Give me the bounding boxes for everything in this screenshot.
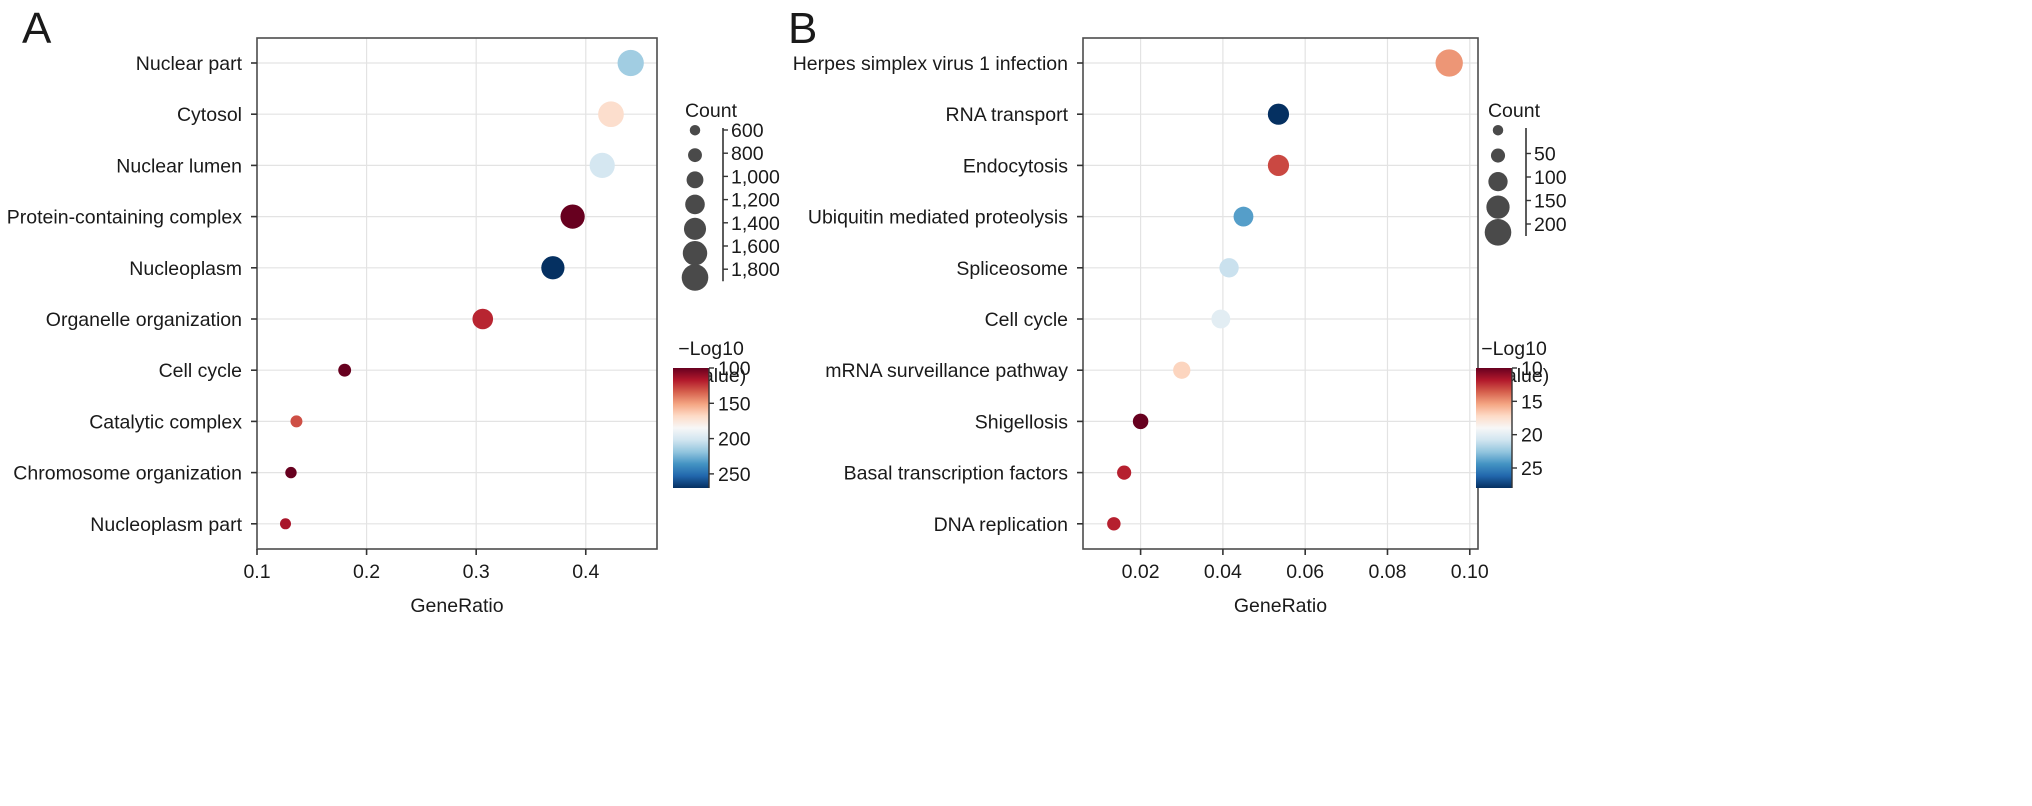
color-legend-label: 100 <box>718 358 751 380</box>
category-label: Catalytic complex <box>89 411 242 433</box>
color-legend-label: 200 <box>718 429 751 451</box>
color-legend-bar <box>1476 368 1512 488</box>
category-label: Endocytosis <box>963 155 1068 177</box>
color-legend-label: 20 <box>1521 425 1543 447</box>
data-point <box>1267 103 1290 125</box>
color-legend-bar <box>673 368 709 488</box>
data-point <box>1435 49 1463 77</box>
x-tick-label: 0.10 <box>1451 561 1489 583</box>
data-point <box>290 415 303 428</box>
category-label: Cell cycle <box>985 309 1068 331</box>
count-legend-dot <box>682 241 708 266</box>
category-label: Cytosol <box>177 104 242 126</box>
color-legend-label: 25 <box>1521 458 1543 480</box>
count-legend-label: 100 <box>1534 167 1567 189</box>
category-label: Protein-containing complex <box>7 207 242 229</box>
category-label: DNA replication <box>934 514 1068 536</box>
data-point <box>541 256 565 280</box>
count-legend-title: Count <box>685 100 738 122</box>
data-point <box>1173 361 1191 379</box>
count-legend-label: 50 <box>1534 144 1556 166</box>
data-point <box>1132 413 1149 430</box>
plot-frame <box>256 37 658 550</box>
category-label: RNA transport <box>946 104 1069 126</box>
category-label: Ubiquitin mediated proteolysis <box>808 207 1068 229</box>
x-tick-label: 0.08 <box>1369 561 1407 583</box>
count-legend-label: 600 <box>731 120 764 142</box>
x-tick-label: 0.3 <box>463 561 490 583</box>
count-legend-label: 1,600 <box>731 236 780 258</box>
x-tick-label: 0.4 <box>572 561 599 583</box>
color-legend-label: 10 <box>1521 358 1543 380</box>
data-point <box>1117 465 1132 480</box>
x-tick-label: 0.06 <box>1286 561 1324 583</box>
x-tick-label: 0.2 <box>353 561 380 583</box>
category-label: Spliceosome <box>956 258 1068 280</box>
data-point <box>279 518 291 530</box>
category-label: Herpes simplex virus 1 infection <box>793 53 1068 75</box>
data-point <box>1267 154 1290 177</box>
data-point <box>1107 517 1121 531</box>
category-label: Nucleoplasm part <box>90 514 242 536</box>
color-legend-label: 250 <box>718 464 751 486</box>
count-legend-dot <box>686 171 704 189</box>
count-legend-dot <box>688 148 702 163</box>
x-tick-label: 0.1 <box>243 561 270 583</box>
panel-letter-a: A <box>22 4 52 53</box>
plot-area <box>257 38 657 549</box>
category-label: Basal transcription factors <box>844 463 1069 485</box>
panel-letter-b: B <box>788 4 818 53</box>
data-point <box>472 308 494 330</box>
count-legend-dot <box>689 125 701 136</box>
count-legend-title: Count <box>1488 100 1541 122</box>
data-point <box>338 363 352 377</box>
count-legend-label: 200 <box>1534 214 1567 236</box>
data-point <box>1211 309 1231 329</box>
count-legend-label: 1,800 <box>731 259 780 281</box>
count-legend-dot <box>1486 195 1510 219</box>
x-axis-label: GeneRatio <box>1234 595 1327 617</box>
data-point <box>285 466 297 479</box>
data-point <box>617 49 644 77</box>
x-tick-label: 0.02 <box>1122 561 1160 583</box>
count-legend-dot <box>1490 148 1506 163</box>
count-legend-dot <box>1488 172 1508 192</box>
color-legend-label: 15 <box>1521 391 1543 413</box>
category-label: Shigellosis <box>975 411 1068 433</box>
category-label: Nuclear part <box>136 53 243 75</box>
category-label: Nuclear lumen <box>116 155 242 177</box>
count-legend-dot <box>683 217 707 240</box>
count-legend-dot <box>681 264 709 291</box>
count-legend-label: 1,000 <box>731 166 780 188</box>
count-legend-dot <box>1484 219 1512 246</box>
color-legend-title: −Log10 <box>1481 338 1547 360</box>
x-tick-label: 0.04 <box>1204 561 1242 583</box>
count-legend-label: 800 <box>731 143 764 165</box>
category-label: Chromosome organization <box>13 463 242 485</box>
category-label: mRNA surveillance pathway <box>825 360 1068 382</box>
category-label: Nucleoplasm <box>129 258 242 280</box>
color-legend-label: 150 <box>718 393 751 415</box>
data-point <box>1219 258 1239 278</box>
category-label: Organelle organization <box>46 309 242 331</box>
data-point <box>598 101 624 128</box>
category-label: Cell cycle <box>159 360 242 382</box>
count-legend-label: 1,200 <box>731 190 780 212</box>
count-legend-dot <box>1492 125 1504 136</box>
data-point <box>1233 206 1254 227</box>
data-point <box>589 152 615 179</box>
color-legend-title: −Log10 <box>678 338 744 360</box>
count-legend-label: 1,400 <box>731 213 780 235</box>
count-legend-dot <box>685 194 705 215</box>
plot-frame <box>1082 37 1479 550</box>
x-axis-label: GeneRatio <box>410 595 503 617</box>
count-legend-label: 150 <box>1534 191 1567 213</box>
data-point <box>560 204 585 229</box>
